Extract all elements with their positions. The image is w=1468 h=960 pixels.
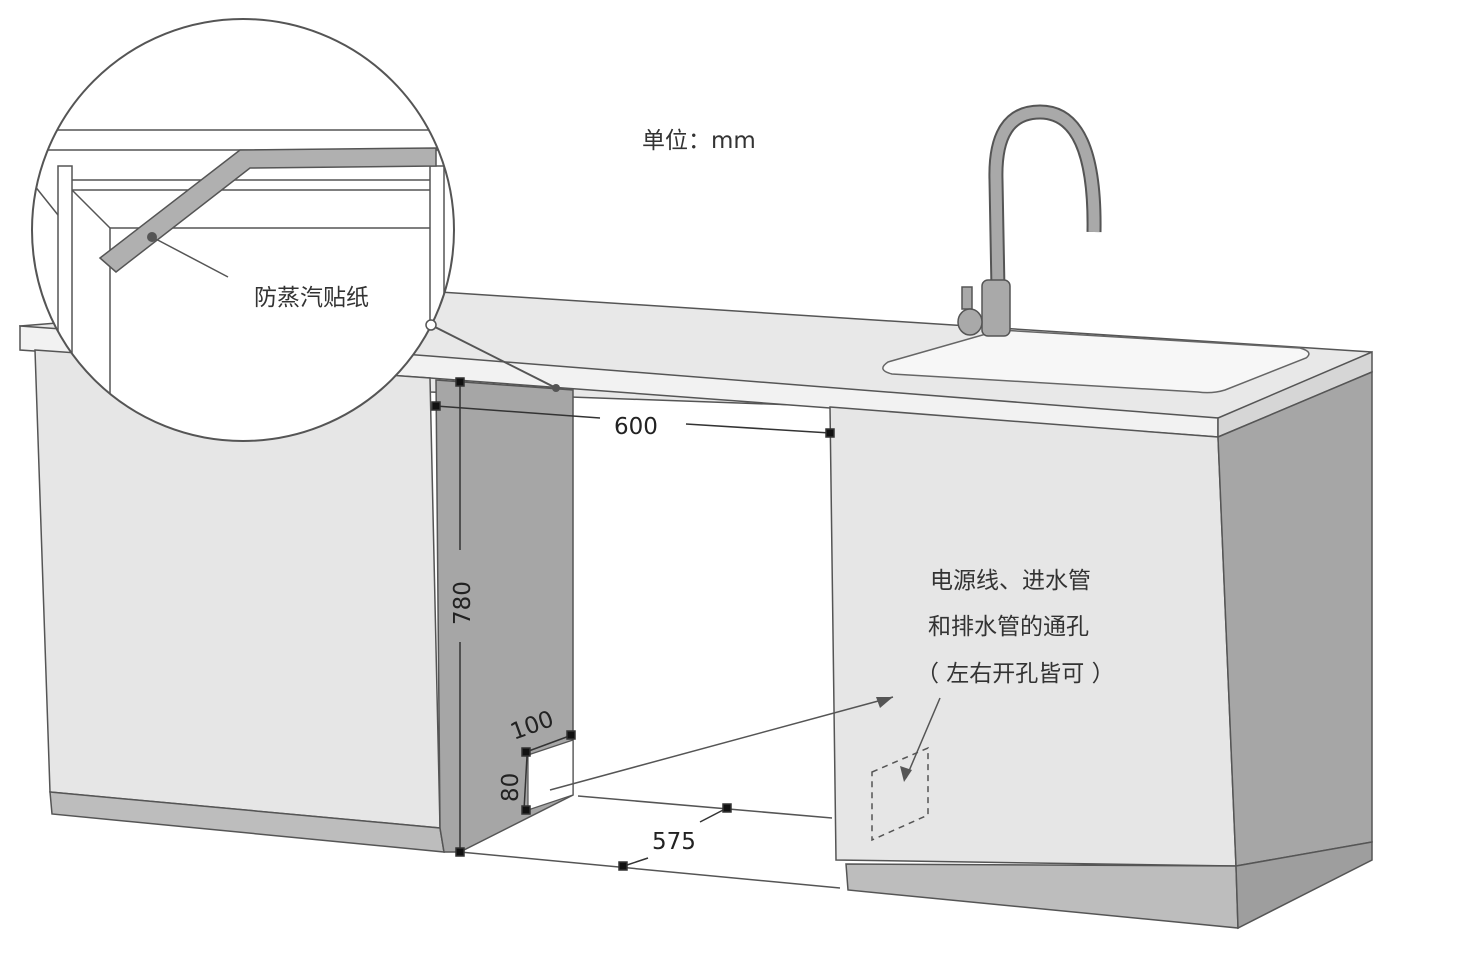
- right-cabinet-base-side: [1235, 841, 1373, 930]
- hole-note-line-1: 电源线、进水管: [930, 568, 1091, 594]
- sink: [882, 329, 1310, 394]
- dimension-lines: [431, 377, 941, 871]
- faucet: [957, 104, 1102, 337]
- pipe-hole-dashed: [871, 746, 929, 842]
- dimension-575: 575: [652, 829, 696, 855]
- dimension-80: 80: [498, 773, 524, 802]
- unit-label: 单位：mm: [642, 128, 756, 154]
- dimension-600: 600: [614, 414, 658, 440]
- hole-note-line-3: （ 左右开孔皆可 ）: [916, 661, 1115, 687]
- steam-sticker-label: 防蒸汽贴纸: [254, 285, 369, 311]
- right-cabinet-side: [1217, 370, 1373, 867]
- hole-note-line-2: 和排水管的通孔: [928, 614, 1089, 640]
- right-cabinet-base: [845, 863, 1239, 929]
- dimension-780: 780: [450, 581, 476, 625]
- pipe-notch: [527, 739, 574, 811]
- magnifier-callout: [31, 18, 560, 442]
